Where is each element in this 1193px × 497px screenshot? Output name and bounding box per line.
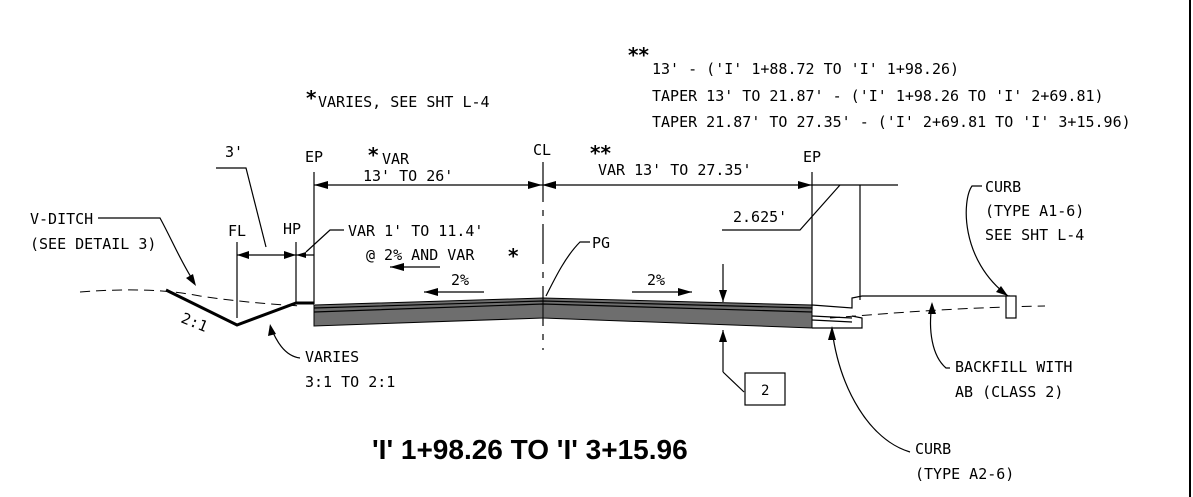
slope-left-arrow	[424, 288, 484, 296]
label-var-right: VAR 13' TO 27.35'	[598, 161, 752, 179]
label-ep-left: EP	[305, 148, 323, 166]
vditch-profile	[165, 288, 314, 327]
single-star-symbol: *	[306, 86, 317, 110]
curb-a2-label-1: CURB	[915, 440, 951, 458]
varies-label-2: 3:1 TO 2:1	[305, 373, 395, 391]
double-star-note-line-1: 13' - ('I' 1+88.72 TO 'I' 1+98.26)	[652, 60, 959, 78]
section-number: 2	[761, 383, 769, 399]
existing-ground-left	[79, 289, 301, 307]
var-left-star: *	[368, 143, 379, 167]
vditch-label-2: (SEE DETAIL 3)	[30, 235, 156, 253]
section-number-box	[744, 372, 786, 406]
label-fl: FL	[228, 222, 246, 240]
shoulder-var-label-2: @ 2% AND VAR	[366, 246, 475, 264]
curb-a1-label-2: (TYPE A1-6)	[985, 202, 1084, 220]
arrow-backfill	[928, 302, 936, 314]
shoulder-slope-arrow	[390, 263, 440, 271]
leader-3-ft	[216, 167, 267, 248]
leader-vditch	[98, 217, 195, 283]
arrow-curb-a2	[828, 326, 836, 340]
slope-right-arrow	[632, 288, 692, 296]
label-var-left: VAR	[382, 150, 410, 168]
vditch-label-1: V-DITCH	[30, 210, 93, 228]
leader-curb-a1	[965, 185, 1009, 297]
leader-shoulder-var	[305, 229, 344, 253]
label-pg: PG	[592, 234, 610, 252]
double-star-symbol: **	[628, 43, 649, 67]
leader-varies	[269, 325, 301, 359]
pavement-structure	[313, 297, 813, 329]
slope-right-label: 2%	[647, 271, 665, 289]
leader-curb-a2	[831, 329, 911, 453]
double-star-note-line-2: TAPER 13' TO 21.87' - ('I' 1+98.26 TO 'I…	[652, 87, 1104, 105]
slope-21-label: 2:1	[179, 309, 211, 336]
shoulder-var-star: *	[508, 244, 519, 268]
pavement-thickness-arrows	[719, 264, 745, 393]
fl-hp-dimension	[237, 251, 314, 259]
arrow-varies	[268, 324, 276, 336]
label-3-ft: 3'	[225, 143, 243, 161]
arrow-curb-a1	[996, 286, 1008, 296]
backfill-label-2: AB (CLASS 2)	[955, 383, 1063, 401]
label-ep-right: EP	[803, 148, 821, 166]
label-hp: HP	[283, 220, 301, 238]
top-dimension-line	[314, 181, 898, 189]
section-title: 'I' 1+98.26 TO 'I' 3+15.96	[372, 434, 688, 465]
backfill-label-1: BACKFILL WITH	[955, 358, 1072, 376]
varies-label-1: VARIES	[305, 348, 359, 366]
single-star-note: VARIES, SEE SHT L-4	[318, 93, 490, 111]
label-var-left-range: 13' TO 26'	[363, 167, 453, 185]
label-cl: CL	[533, 141, 551, 159]
curb-a1-label-3: SEE SHT L-4	[985, 226, 1084, 244]
leader-pg	[545, 241, 590, 297]
label-2625: 2.625'	[733, 208, 787, 226]
curb-a2-label-2: (TYPE A2-6)	[915, 465, 1014, 483]
double-star-note-line-3: TAPER 21.87' TO 27.35' - ('I' 2+69.81 TO…	[652, 113, 1131, 131]
leader-2625	[722, 184, 841, 231]
curb-and-gutter	[811, 295, 1017, 329]
curb-a1-label-1: CURB	[985, 178, 1021, 196]
slope-left-label: 2%	[451, 271, 469, 289]
existing-ground-right	[829, 305, 1046, 319]
arrow-vditch	[186, 274, 196, 286]
var-right-stars: **	[590, 141, 611, 165]
shoulder-var-label-1: VAR 1' TO 11.4'	[348, 222, 483, 240]
